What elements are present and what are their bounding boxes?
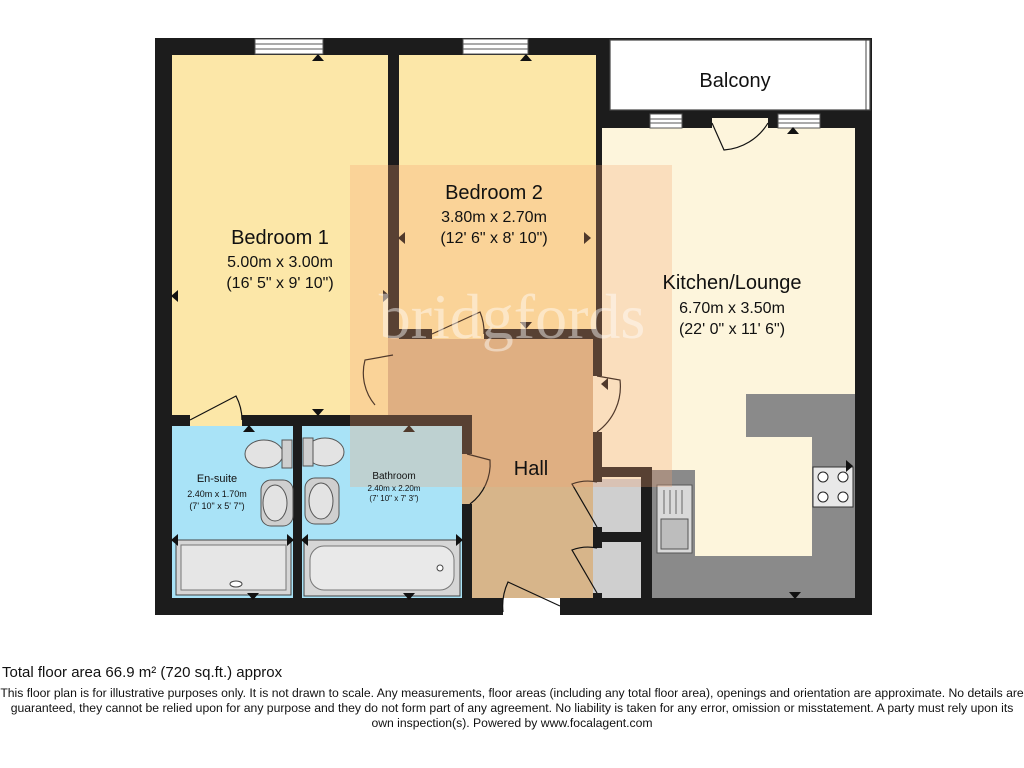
window-bedroom1 (254, 38, 324, 55)
watermark-box (350, 165, 672, 487)
door-swing (571, 480, 598, 528)
kitchen-metric: 6.70m x 3.50m (679, 300, 785, 317)
window-kitchen-left (649, 113, 683, 129)
wall (293, 426, 302, 598)
hob-icon (812, 466, 854, 508)
balcony-name: Balcony (699, 70, 770, 92)
bedroom2-metric: 3.80m x 2.70m (441, 209, 547, 226)
wall (462, 415, 472, 598)
bedroom1-floor (172, 55, 388, 415)
door-swing (189, 395, 243, 421)
door-swing (466, 453, 491, 505)
hall-name: Hall (514, 458, 548, 480)
wall (593, 467, 652, 477)
bedroom1-imperial: (16' 5" x 9' 10") (226, 275, 333, 292)
cupboard-upper (598, 479, 641, 532)
wall (641, 467, 652, 598)
door-swing (571, 546, 598, 594)
cupboard-lower (598, 542, 641, 598)
watermark-text: bridgfords (379, 281, 646, 352)
kitchen-imperial: (22' 0" x 11' 6") (679, 321, 785, 338)
bedroom1-name: Bedroom 1 (231, 227, 329, 249)
bedroom2-name: Bedroom 2 (445, 182, 543, 204)
wall (596, 38, 602, 338)
kitchen-name: Kitchen/Lounge (662, 272, 801, 294)
door-swing (596, 375, 621, 433)
balcony-area (609, 39, 871, 111)
hall-floor (399, 338, 593, 598)
ensuite-name: En-suite (197, 473, 237, 485)
bathroom-imperial: (7' 10" x 7' 3") (369, 494, 419, 503)
door-swing (711, 122, 769, 151)
door-swing (362, 354, 394, 406)
bedroom2-floor (399, 55, 596, 329)
basin-icon (244, 439, 284, 469)
wall (855, 110, 872, 615)
wall (172, 415, 388, 426)
door-swing (431, 311, 485, 335)
ensuite-imperial: (7' 10" x 5' 7") (189, 501, 244, 511)
bathroom-metric: 2.40m x 2.20m (368, 484, 421, 493)
window-kitchen-right (777, 113, 821, 129)
bedroom2-imperial: (12' 6" x 8' 10") (440, 230, 547, 247)
ensuite-metric: 2.40m x 1.70m (187, 489, 247, 499)
disclaimer-text: This floor plan is for illustrative purp… (0, 686, 1024, 730)
bathroom-name: Bathroom (372, 471, 415, 482)
wall (593, 532, 645, 542)
window-bedroom2 (462, 38, 529, 55)
wall (399, 329, 596, 339)
bedroom1-metric: 5.00m x 3.00m (227, 254, 333, 271)
entrance-opening (503, 598, 560, 615)
dimension-arrows (171, 54, 853, 600)
door-swing (502, 581, 561, 613)
wall (388, 415, 472, 426)
floor-plan: bridgfords Bedroom 1 5.00m x 3.00m (16' … (155, 38, 872, 615)
wall (388, 38, 399, 338)
total-floor-area: Total floor area 66.9 m² (720 sq.ft.) ap… (2, 664, 283, 681)
